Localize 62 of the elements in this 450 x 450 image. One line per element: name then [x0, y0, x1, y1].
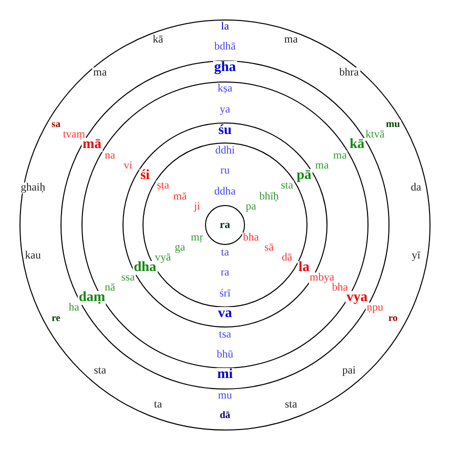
syllable: sa: [50, 120, 62, 130]
syllable: bha: [242, 232, 260, 244]
syllable: ma: [314, 160, 330, 172]
syllable: bha: [331, 282, 349, 294]
syllable: sta: [92, 366, 108, 376]
syllable: pai: [341, 366, 357, 376]
syllable: re: [50, 314, 62, 324]
syllable: la: [220, 22, 230, 32]
syllable: ṣṭa: [156, 180, 170, 192]
syllable: dā: [218, 411, 232, 421]
syllable: pa: [244, 202, 258, 212]
syllable: dha: [132, 261, 158, 275]
syllable: ṇpu: [366, 302, 384, 314]
syllable: na: [104, 150, 116, 162]
syllable: ta: [153, 400, 163, 410]
syllable: ga: [174, 242, 186, 254]
center-circle: [205, 205, 245, 245]
syllable: mu: [385, 120, 401, 130]
syllable: ya: [218, 104, 232, 116]
syllable: ma: [332, 150, 348, 162]
syllable: ra: [220, 219, 230, 231]
syllable: bhra: [338, 68, 360, 78]
syllable: vya: [346, 291, 368, 305]
syllable: mā: [172, 192, 188, 202]
syllable: ma: [92, 68, 108, 78]
syllable: mṛ: [190, 232, 204, 244]
syllable: kā: [152, 34, 164, 46]
syllable: gha: [213, 61, 237, 75]
syllable: śrī: [218, 288, 232, 300]
syllable: yī: [410, 250, 422, 262]
syllable: sta: [284, 400, 298, 410]
syllable: bdhā: [213, 42, 237, 52]
syllable: ssa: [120, 272, 136, 284]
syllable: ha: [68, 302, 80, 314]
syllable: ji: [192, 202, 202, 212]
syllable: mā: [82, 138, 102, 152]
syllable: kau: [24, 250, 42, 262]
syllable: ra: [220, 268, 230, 278]
syllable: dā: [280, 252, 294, 264]
syllable: vyā: [154, 252, 172, 264]
syllable: kṣa: [216, 84, 234, 94]
syllable: ro: [387, 314, 399, 324]
syllable: ghaiḥ: [20, 182, 46, 194]
syllable: ta: [220, 248, 230, 258]
syllable: ddhi: [214, 146, 236, 156]
syllable: vi: [122, 160, 134, 172]
syllable: ddha: [213, 186, 237, 198]
syllable: sta: [280, 180, 294, 192]
syllable: mu: [216, 390, 234, 402]
syllable: nā: [104, 282, 116, 294]
syllable: daṃ: [78, 291, 106, 305]
syllable: bhīḥ: [258, 192, 280, 202]
syllable: ktvā: [364, 130, 386, 140]
syllable: mbya: [308, 272, 336, 284]
syllable: ma: [283, 34, 299, 46]
syllable: ru: [219, 166, 231, 176]
syllable: bhū: [216, 350, 234, 360]
syllable: sā: [263, 242, 275, 254]
syllable: pā: [296, 169, 312, 183]
syllable: da: [410, 182, 422, 194]
syllable: tsa: [218, 330, 232, 340]
syllable: tvaṃ: [62, 130, 86, 140]
